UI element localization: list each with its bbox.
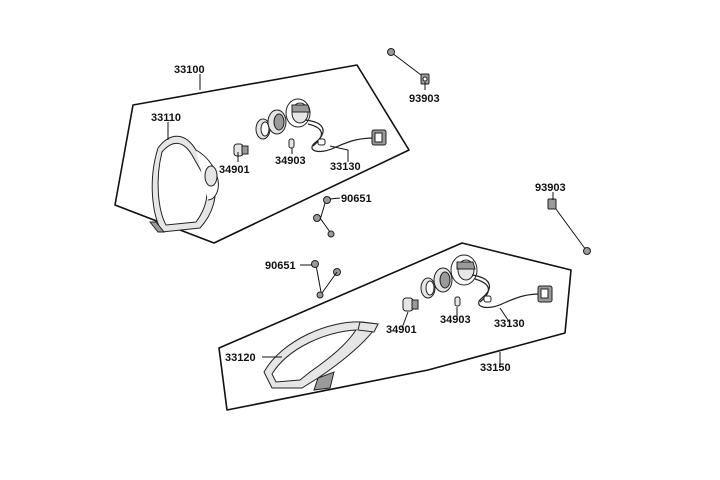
callout-bottom-lens: 33120 (225, 352, 256, 364)
bottom-bulb-small[interactable] (454, 296, 461, 307)
callout-top-bulb-main: 34901 (219, 164, 250, 176)
bottom-socket-rings[interactable] (420, 254, 478, 299)
top-assembly-outline (114, 64, 410, 244)
right-bolt[interactable] (547, 198, 591, 255)
callout-top-bolt: 93903 (409, 93, 440, 105)
bottom-assembly-outline (218, 242, 572, 411)
callout-mid-screw-a: 90651 (341, 193, 372, 205)
top-small-socket[interactable] (317, 138, 326, 146)
callout-top-assembly: 33100 (174, 64, 205, 76)
callout-top-bulb-small: 34903 (275, 155, 306, 167)
mid-screw-upper[interactable] (313, 196, 335, 238)
callout-right-bolt: 93903 (535, 182, 566, 194)
top-bolt[interactable] (387, 48, 430, 85)
top-socket-rings[interactable] (255, 98, 311, 140)
bottom-headlight-lens[interactable] (263, 321, 379, 391)
callout-top-socket-harness: 33130 (330, 161, 361, 173)
callout-mid-screw-b: 90651 (265, 260, 296, 272)
top-wire-harness[interactable] (304, 119, 387, 153)
callout-bottom-socket-harness: 33130 (494, 318, 525, 330)
callout-bottom-bulb-small: 34903 (440, 314, 471, 326)
callout-bottom-assembly: 33150 (480, 362, 511, 374)
top-bulb-small[interactable] (288, 138, 295, 149)
bottom-bulb-main[interactable] (402, 297, 419, 312)
callout-top-lens: 33110 (151, 112, 181, 124)
mid-screw-lower[interactable] (311, 260, 341, 299)
bottom-wire-harness[interactable] (471, 274, 553, 309)
top-bulb-main[interactable] (233, 143, 249, 157)
top-headlight-lens[interactable] (148, 135, 219, 233)
bottom-small-socket[interactable] (483, 295, 492, 303)
leader-lines (167, 74, 554, 368)
callout-bottom-bulb-main: 34901 (386, 324, 417, 336)
